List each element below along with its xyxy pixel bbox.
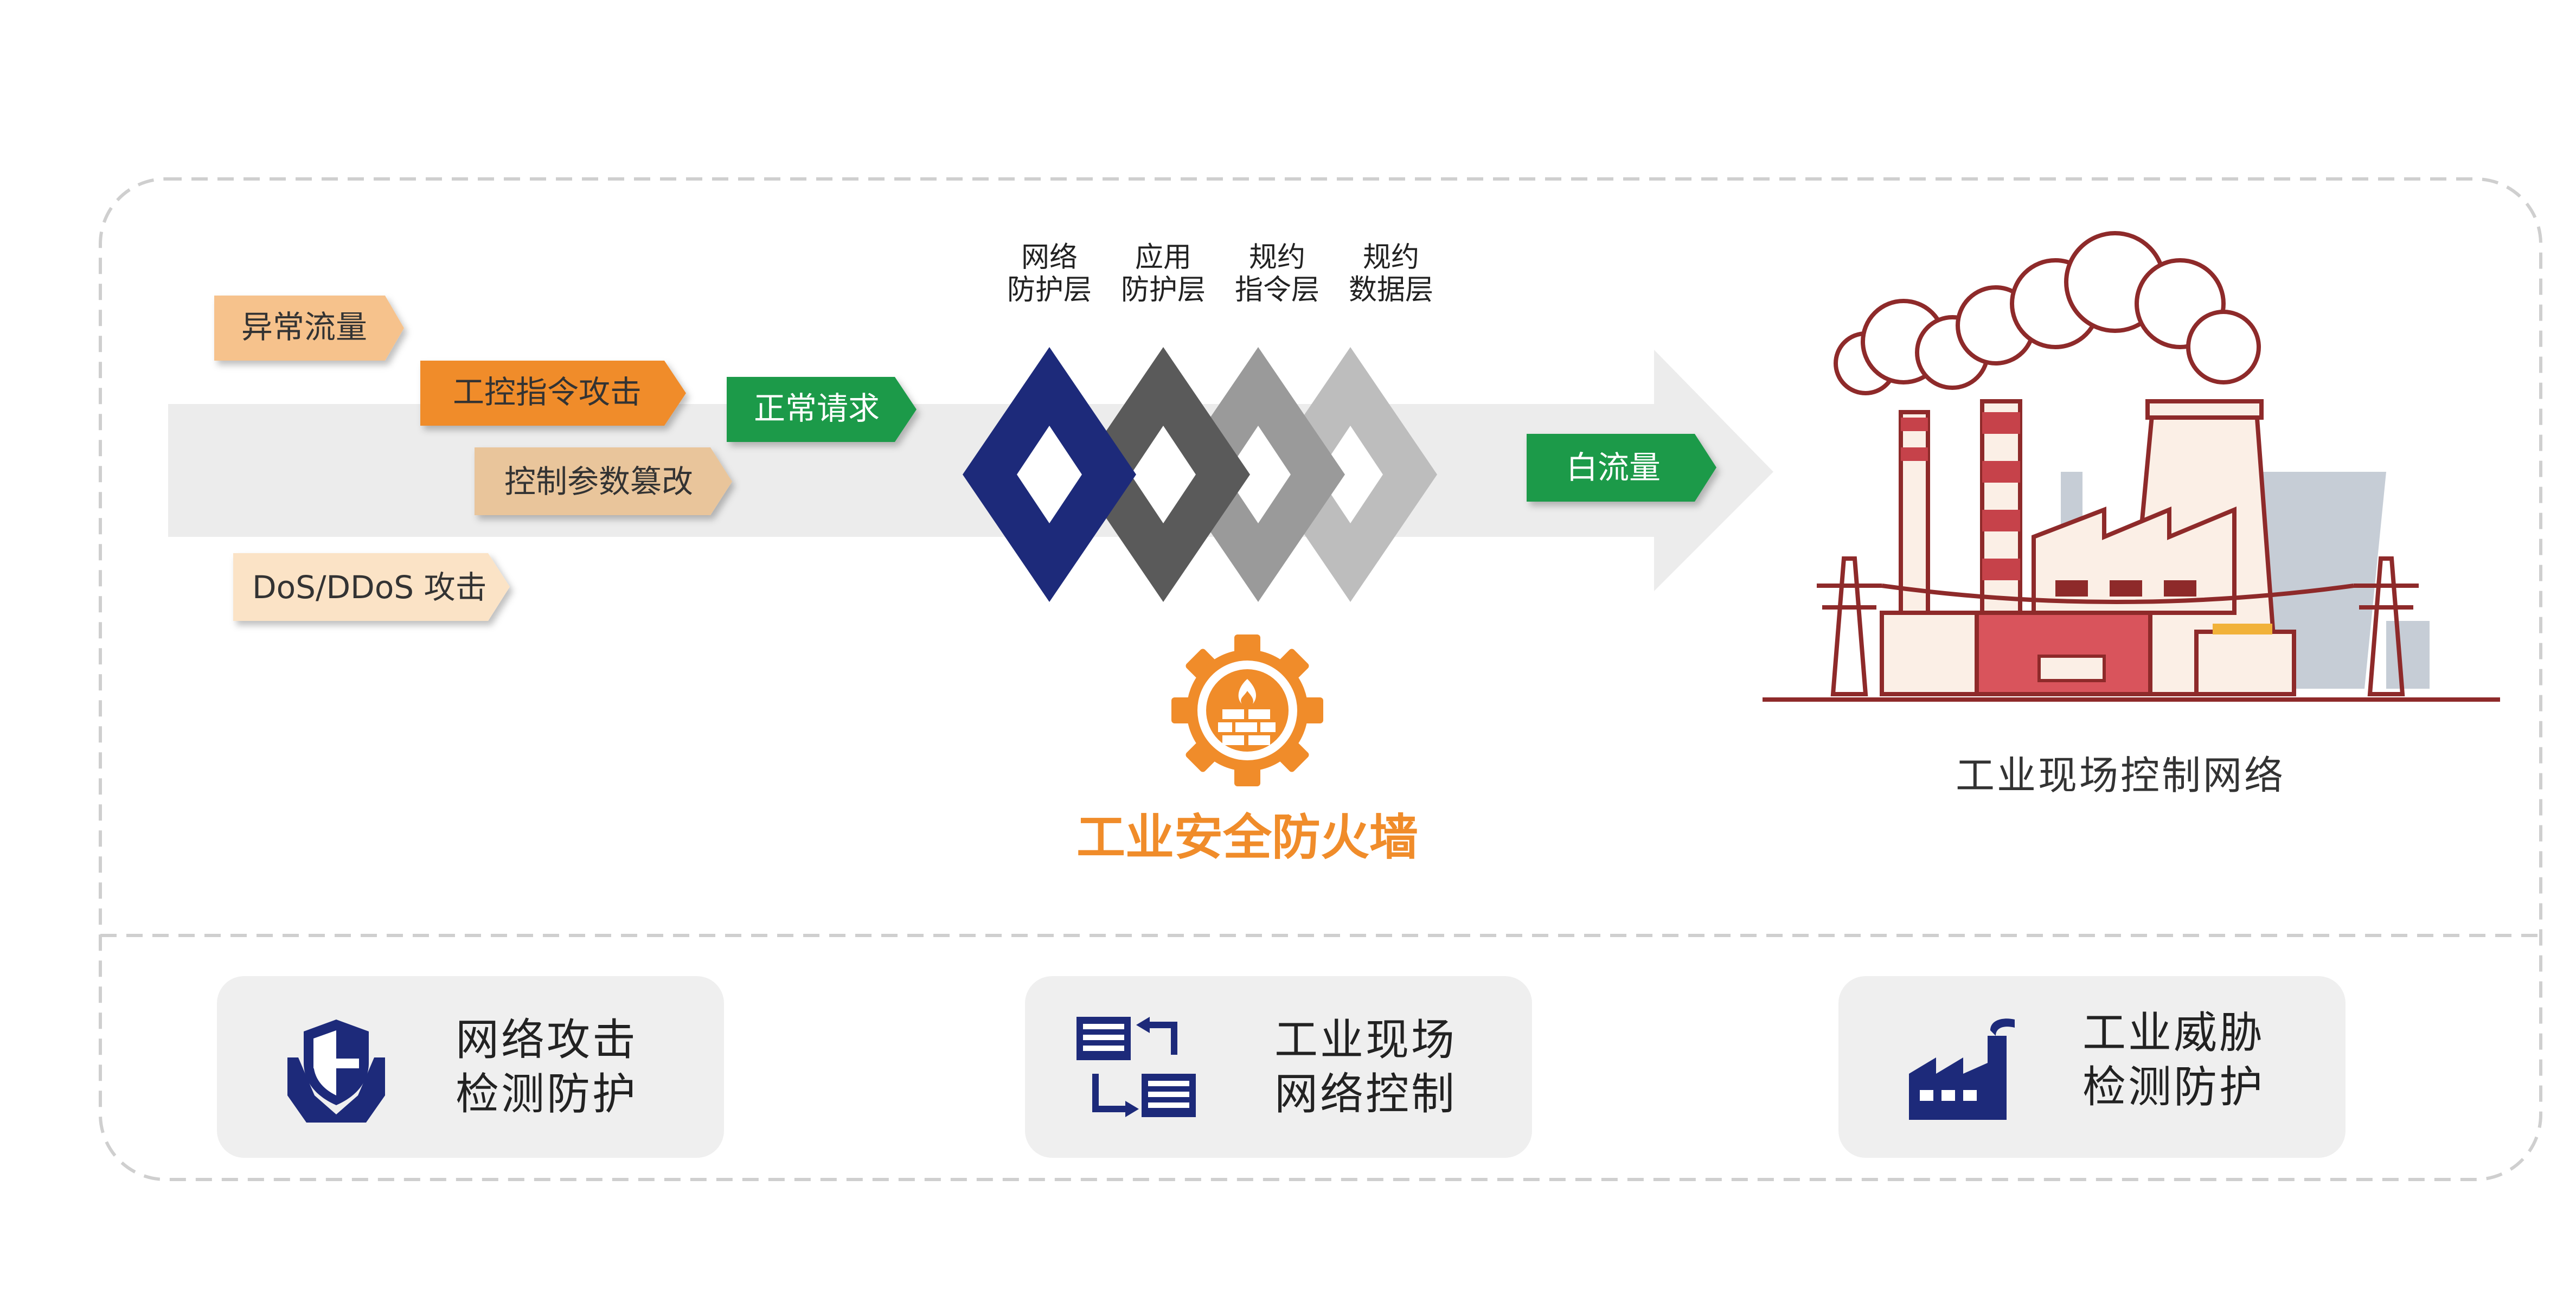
feature-line1: 工业现场 — [1274, 1015, 1457, 1065]
normal-request-label: 正常请求 — [754, 390, 880, 427]
white-traffic-tag — [1527, 434, 1716, 502]
feature-card-network-attack: 网络攻击 检测防护 — [217, 976, 724, 1158]
feature-line1: 网络攻击 — [456, 1015, 638, 1065]
layer-label-line2: 防护层 — [1120, 274, 1206, 306]
layer-label-application: 应用 防护层 — [1109, 241, 1217, 306]
factory-caption: 工业现场控制网络 — [1956, 753, 2285, 798]
layer-diamond-protocol-command — [1171, 347, 1345, 602]
threat-tag-parameter-tamper — [475, 447, 732, 515]
layer-diamond-protocol-data — [1264, 347, 1437, 602]
firewall-title: 工业安全防火墙 — [1076, 809, 1418, 866]
layer-diamond-application — [1076, 347, 1250, 602]
threat-tag-dos — [233, 553, 510, 621]
layer-label-protocol-data: 规约 数据层 — [1337, 241, 1445, 306]
outer-frame — [99, 177, 2542, 1181]
threat-tag-control-command-attack — [420, 361, 686, 426]
firewall-gear-icon — [1171, 634, 1323, 786]
threat-tag-label: 控制参数篡改 — [504, 463, 693, 500]
layer-label-line1: 规约 — [1248, 241, 1305, 274]
feature-line2: 检测防护 — [456, 1069, 638, 1119]
normal-request-tag — [727, 377, 917, 442]
feature-line2: 网络控制 — [1274, 1069, 1457, 1119]
threat-tag-label: 异常流量 — [241, 309, 367, 345]
threat-tag-label: 工控指令攻击 — [453, 374, 642, 411]
feature-card-field-network-control: 工业现场 网络控制 — [1025, 976, 1532, 1158]
layer-diamond-network — [963, 347, 1136, 602]
layer-label-line2: 指令层 — [1234, 274, 1319, 306]
layer-label-line2: 防护层 — [1007, 274, 1092, 306]
threat-tag-label: DoS/DDoS 攻击 — [252, 569, 487, 606]
feature-line1: 工业威胁 — [2082, 1008, 2265, 1058]
shield-hands-icon — [287, 1020, 385, 1123]
layer-label-network: 网络 防护层 — [995, 241, 1104, 306]
factory-icon — [1909, 1018, 2015, 1120]
layer-label-line1: 应用 — [1135, 241, 1191, 274]
white-traffic-label: 白流量 — [1566, 449, 1661, 486]
layer-label-protocol-command: 规约 指令层 — [1223, 241, 1331, 306]
feature-card-industrial-threat: 工业威胁 检测防护 — [1838, 976, 2346, 1158]
server-exchange-icon — [1076, 1017, 1196, 1117]
layer-label-line1: 规约 — [1362, 241, 1419, 274]
feature-card-text: 网络攻击 检测防护 — [456, 1013, 638, 1121]
threat-tag-abnormal-traffic — [214, 296, 404, 361]
layer-label-line2: 数据层 — [1348, 274, 1433, 306]
feature-card-text: 工业现场 网络控制 — [1274, 1013, 1457, 1121]
factory-illustration — [1763, 231, 2500, 702]
layer-label-line1: 网络 — [1021, 241, 1078, 274]
feature-card-text: 工业威胁 检测防护 — [2082, 1006, 2265, 1114]
feature-line2: 检测防护 — [2082, 1062, 2265, 1112]
